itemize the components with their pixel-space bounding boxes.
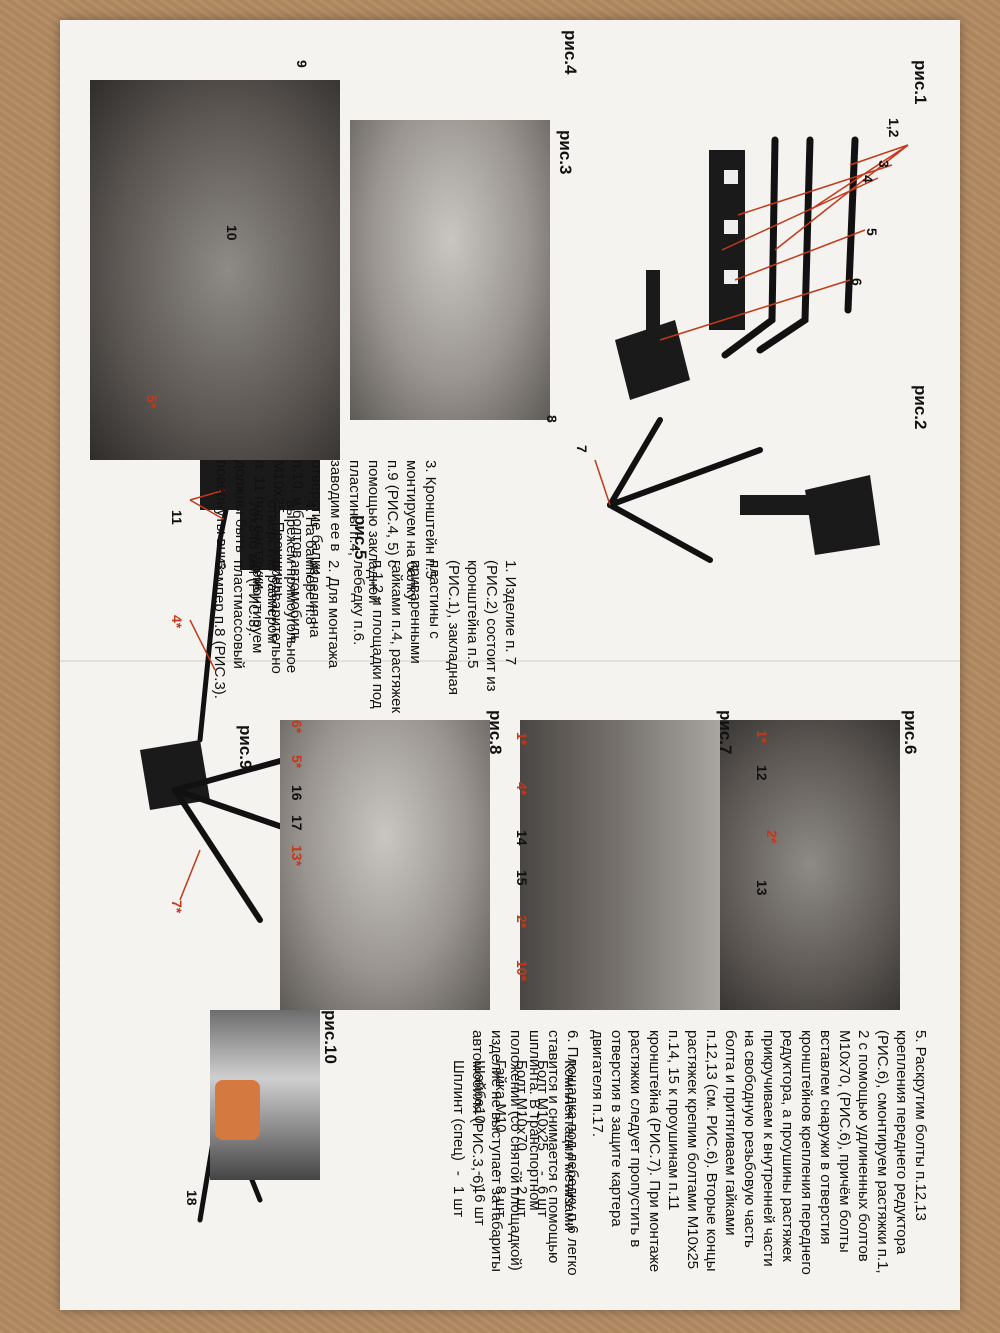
hardware-dash: - [534, 1170, 551, 1176]
fig8-label-5: 5* [289, 755, 305, 769]
hardware-qty: 6 шт [534, 1185, 551, 1218]
fig10-caption: рис.10 [321, 1010, 340, 1064]
fig2-label-7: 7 [574, 445, 590, 453]
fig6-photo [700, 720, 900, 1010]
fig7-label-15: 15 [514, 870, 530, 886]
fig4-caption: рис.4 [561, 30, 580, 75]
fig6-caption: рис.6 [901, 710, 920, 755]
table-row: Болт М10х70 - 2 шт [511, 1060, 532, 1236]
hardware-dash: - [513, 1170, 530, 1176]
hardware-item: Шплинт (спец) [450, 1060, 467, 1161]
winch-motor [215, 1080, 260, 1140]
fig1-label-3: 3 [876, 160, 892, 168]
table-row: Шплинт (спец) - 1 шт [448, 1060, 469, 1236]
hardware-qty: 16 шт [471, 1185, 488, 1226]
fig8-label-17: 17 [289, 815, 305, 831]
fig2-caption: рис.2 [911, 385, 930, 430]
hardware-item: Шайба10 [471, 1060, 488, 1124]
fig5-label-4: 4* [169, 615, 185, 629]
hardware-dash: - [471, 1170, 488, 1176]
fig4-photo [90, 80, 340, 460]
fig1-label-1-2: 1,2 [886, 118, 902, 138]
hardware-kit: Комплектация метизами Болт М10х25 - 6 шт Б… [448, 1060, 580, 1280]
step-5-text: 5. Раскрутим болты п.12,13 крепления пер… [589, 1030, 929, 1275]
hardware-item: Гайка М10 [492, 1060, 509, 1133]
fig8-label-13: 13* [289, 845, 305, 867]
hardware-qty: 1 шт [450, 1185, 467, 1218]
hardware-qty: 2 шт [513, 1185, 530, 1218]
fig8-label-6: 6* [289, 720, 305, 734]
fig7-label-10: 10* [514, 960, 530, 982]
step-4-text: 4. На бампере п.8 вырежем прямоугольное … [245, 500, 319, 674]
fig3-label-8: 8 [544, 415, 560, 423]
table-row: Гайка М10 - 8 шт [490, 1060, 511, 1236]
instruction-sheet: рис.1 [60, 20, 960, 1310]
fig6-label-2: 2* [764, 830, 780, 844]
table-row: Шайба10 - 16 шт [469, 1060, 490, 1236]
fig4-label-10: 10 [224, 225, 240, 241]
fig1-label-5: 5 [864, 228, 880, 236]
hardware-item: Болт М10х70 [513, 1060, 530, 1152]
fig7-label-1: 1* [514, 732, 530, 746]
fig7-photo [520, 720, 720, 1010]
fig7-label-4: 4* [514, 782, 530, 796]
table-row: Болт М10х25 - 6 шт [532, 1060, 553, 1236]
fig3-photo [350, 120, 550, 420]
hardware-qty: 8 шт [492, 1185, 509, 1218]
fig8-photo [280, 720, 490, 1010]
hardware-dash: - [492, 1170, 509, 1176]
step-4-column: 4. На бампере п.8 вырежем прямоугольное … [238, 500, 320, 680]
fig1-label-6: 6 [849, 278, 865, 286]
hardware-item: Болт М10х25 [534, 1060, 551, 1152]
fig7-label-14: 14 [514, 830, 530, 846]
fig6-label-12: 12 [754, 765, 770, 781]
fig5-label-11: 11 [169, 510, 185, 525]
fig3-caption: рис.3 [556, 130, 575, 175]
fig9-caption: рис.9 [236, 725, 255, 770]
fig1-label-4: 4 [860, 175, 876, 183]
fig9-label-7: 7* [169, 900, 185, 914]
hardware-table: Болт М10х25 - 6 шт Болт М10х70 - 2 шт Гайка … [448, 1060, 553, 1236]
hardware-title: Комплектация метизами [561, 1060, 578, 1231]
fig6-label-1: 1* [754, 730, 770, 744]
rotated-content: рис.1 [60, 20, 960, 1310]
hardware-dash: - [450, 1170, 467, 1176]
fig8-label-16: 16 [289, 785, 305, 801]
fig5-label-5: 5* [144, 395, 160, 409]
fig10-label-18: 18 [184, 1190, 200, 1206]
fig4-label-9: 9 [294, 60, 310, 68]
fig6-label-13: 13 [754, 880, 770, 896]
fig7-label-2: 2* [514, 915, 530, 929]
